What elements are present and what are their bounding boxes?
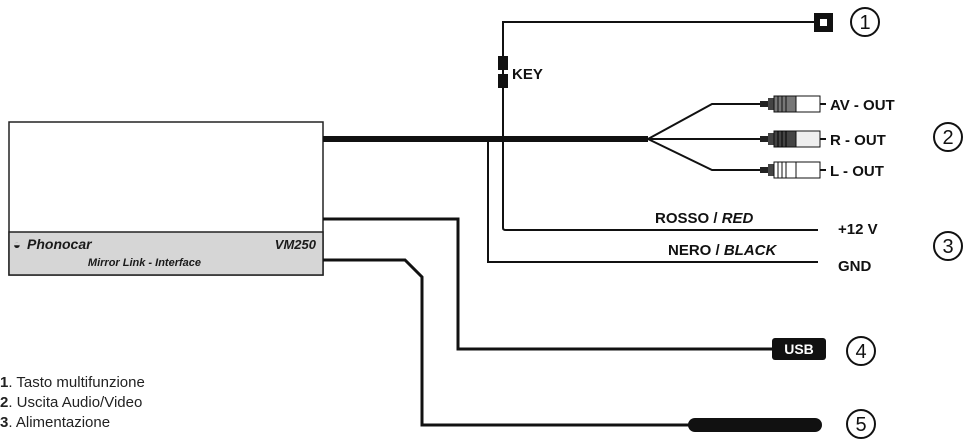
key-label: KEY: [512, 66, 543, 83]
l-out-label: L - OUT: [830, 163, 884, 180]
av-out-label: AV - OUT: [830, 97, 895, 114]
label-panel: [8, 231, 324, 276]
svg-text:1: 1: [859, 12, 870, 34]
key-connector-bottom: [498, 74, 508, 88]
black-wire: [487, 139, 818, 263]
r-out-label: R - OUT: [830, 132, 886, 149]
key-wire: [502, 21, 818, 228]
rca-r-out: [760, 130, 826, 148]
svg-text:3: 3: [942, 236, 953, 258]
phonocar-logo-icon: ◒: [13, 237, 21, 252]
usb-label: USB: [784, 341, 814, 357]
callout-5: 5: [846, 409, 876, 439]
rca-l-out: [760, 161, 826, 179]
legend-item: 1. Tasto multifunzione: [0, 374, 145, 391]
black-wire-label: NERO / BLACK: [668, 242, 778, 259]
key-connector-top: [498, 56, 508, 70]
plus12v-label: +12 V: [838, 221, 878, 238]
legend-item: 3. Alimentazione: [0, 414, 111, 431]
svg-text:5: 5: [855, 414, 866, 436]
callout-2: 2: [933, 122, 963, 152]
red-wire: [502, 227, 818, 231]
red-wire-label: ROSSO / RED: [655, 210, 754, 227]
antenna-cable: [323, 258, 690, 427]
usb-connector: [772, 338, 826, 360]
usb-cable: [323, 217, 772, 351]
legend-item: 2. Uscita Audio/Video: [0, 394, 143, 411]
legend: 1. Tasto multifunzione 2. Uscita Audio/V…: [0, 373, 145, 433]
antenna-probe: [688, 418, 822, 432]
rca-av-out: [760, 95, 826, 113]
callout-3: 3: [933, 231, 963, 261]
cable-fan-out: [647, 103, 760, 171]
callout-1: 1: [850, 7, 880, 37]
svg-text:2: 2: [942, 127, 953, 149]
model-name: VM250: [275, 237, 317, 252]
device-subtitle: Mirror Link - Interface: [88, 257, 201, 269]
gnd-label: GND: [838, 258, 872, 275]
brand-name: Phonocar: [27, 236, 93, 252]
interface-box: ◒ Phonocar VM250 Mirror Link - Interface: [8, 121, 324, 276]
key-terminal-hole: [820, 19, 827, 26]
callout-4: 4: [846, 336, 876, 366]
svg-text:4: 4: [855, 341, 866, 363]
